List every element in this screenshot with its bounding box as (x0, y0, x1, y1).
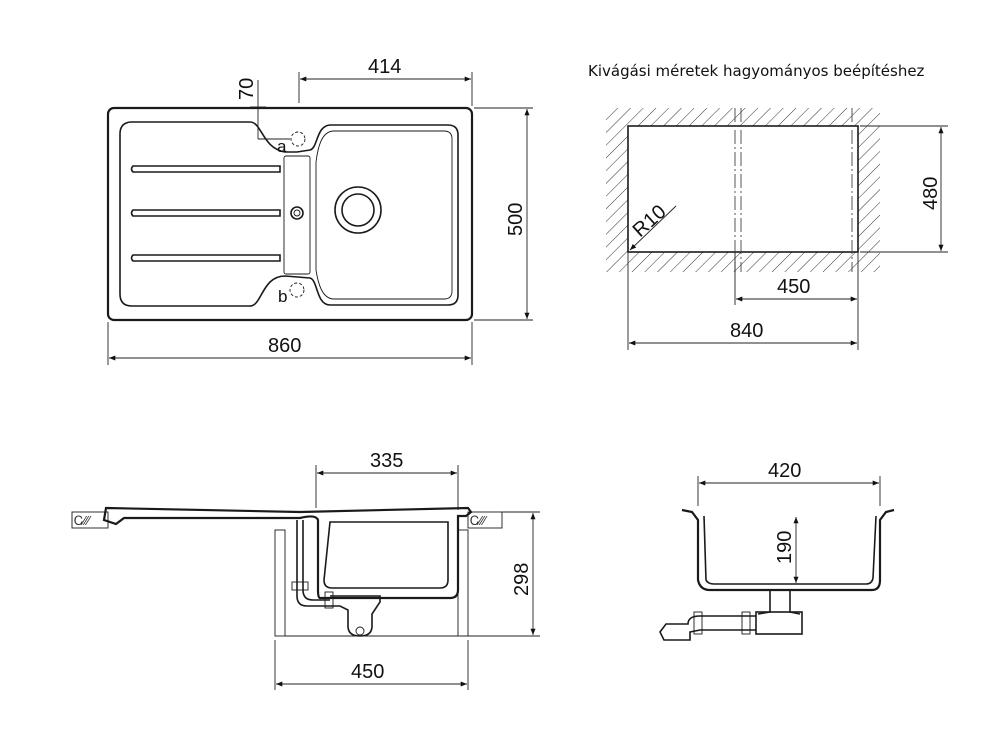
cutout-radius: R10 (629, 201, 671, 242)
side-waste-pipe (659, 615, 756, 641)
side-trap-body (755, 611, 803, 635)
trap-bottom (355, 626, 365, 636)
front-bowl-inner (323, 521, 449, 589)
trap (330, 595, 381, 637)
side-view: 420 190 (659, 460, 895, 641)
wall-symbol-left: Ꮯ∕∕∕ (74, 513, 92, 528)
side-bowl (681, 508, 895, 592)
dim-front-height: 298 (511, 563, 533, 596)
divider-bar (283, 155, 311, 275)
cutout-title: Kivágási méretek hagyományos beépítéshez (588, 62, 925, 80)
dim-cutout-inner: 450 (777, 276, 810, 298)
dim-cabinet-width: 450 (351, 661, 384, 683)
worktop-left (71, 511, 109, 529)
cutout-hatch (606, 108, 880, 272)
front-view: Ꮯ∕∕∕ Ꮯ∕∕∕ 335 298 450 (71, 450, 540, 690)
dim-depth: 500 (505, 203, 527, 236)
worktop-right (467, 511, 503, 529)
side-joint-1 (693, 611, 703, 635)
cutout-view: Kivágási méretek hagyományos beépítéshez… (588, 62, 948, 350)
side-bowl-inner (703, 515, 877, 585)
dim-bowl-width: 414 (368, 56, 401, 78)
cutout-opening (627, 125, 859, 253)
side-drain (757, 590, 801, 615)
dim-cutout-outer: 840 (730, 320, 763, 342)
drainer-contour (119, 121, 459, 307)
overflow-hole-inner (293, 209, 301, 217)
cabinet-side-left (274, 529, 286, 637)
tap-label-b: b (278, 287, 287, 306)
top-view: a b 860 500 414 70 (106, 56, 533, 365)
cabinet-side-right (457, 529, 469, 637)
dim-overall-width: 860 (268, 335, 301, 357)
drainer-rib-1 (130, 165, 281, 173)
dim-offset: 70 (236, 78, 258, 100)
tap-hole-a (290, 131, 306, 147)
dim-front-bowl: 335 (370, 450, 403, 472)
dim-bowl-depth: 190 (774, 531, 796, 564)
drain-outer (334, 186, 382, 234)
sink-outline (106, 106, 474, 322)
tap-label-a: a (277, 137, 287, 156)
bowl-inner (315, 130, 453, 300)
dim-cutout-height: 480 (920, 177, 942, 210)
overflow-hole (290, 206, 304, 220)
drainer-rib-3 (130, 254, 281, 262)
tap-hole-b (289, 282, 305, 298)
side-joint-2 (741, 611, 751, 635)
wall-symbol-right: Ꮯ∕∕∕ (470, 513, 488, 528)
overflow-joint (291, 581, 309, 591)
trap-nut (324, 591, 334, 609)
dim-side-width: 420 (768, 460, 801, 482)
drainer-rib-2 (130, 209, 281, 217)
drain-inner (341, 193, 375, 227)
